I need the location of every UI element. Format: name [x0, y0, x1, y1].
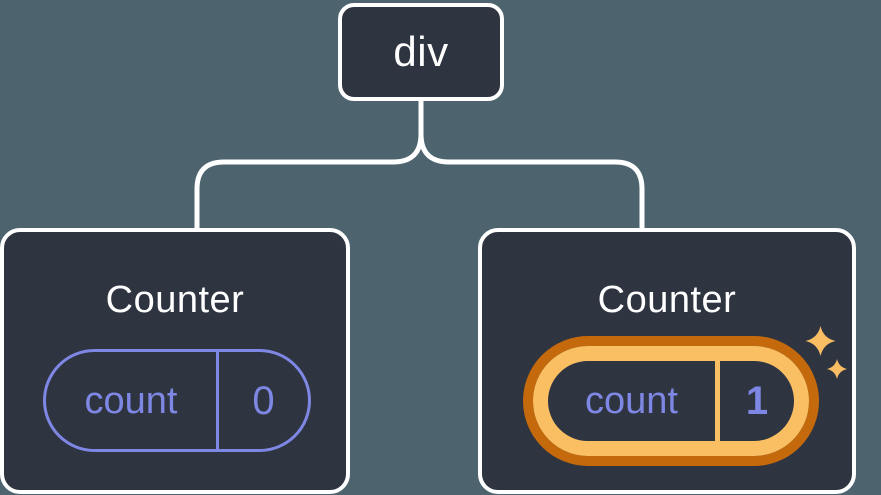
sparkle-star-small: [827, 359, 847, 379]
connector-branch-right: [418, 131, 645, 232]
state-value-cell: 1: [720, 361, 794, 441]
root-node-label: div: [393, 28, 449, 75]
state-key-cell: count: [46, 352, 216, 449]
counter-card-left: Counter count 0: [0, 228, 350, 494]
state-pill-divider: [715, 361, 720, 441]
counter-card-right: Counter count 1: [478, 228, 856, 494]
state-key-label: count: [585, 380, 678, 422]
sparkle-star-large: [805, 326, 836, 356]
state-value: 1: [745, 379, 769, 423]
state-pill-count-0: count 0: [43, 349, 311, 452]
state-pill-count-1-highlighted: count 1: [523, 336, 819, 466]
counter-title: Counter: [105, 279, 245, 321]
state-key-label: count: [84, 379, 178, 422]
state-value-cell: 0: [219, 352, 308, 449]
state-pill-divider: [216, 352, 219, 449]
root-div-node: div: [338, 3, 504, 101]
state-pill-core: count 1: [533, 346, 809, 456]
sparkles-icon: [805, 326, 847, 379]
counter-title: Counter: [597, 279, 737, 321]
state-value: 0: [252, 378, 275, 423]
state-key-cell: count: [548, 361, 715, 441]
connector-branch-left: [194, 97, 424, 232]
